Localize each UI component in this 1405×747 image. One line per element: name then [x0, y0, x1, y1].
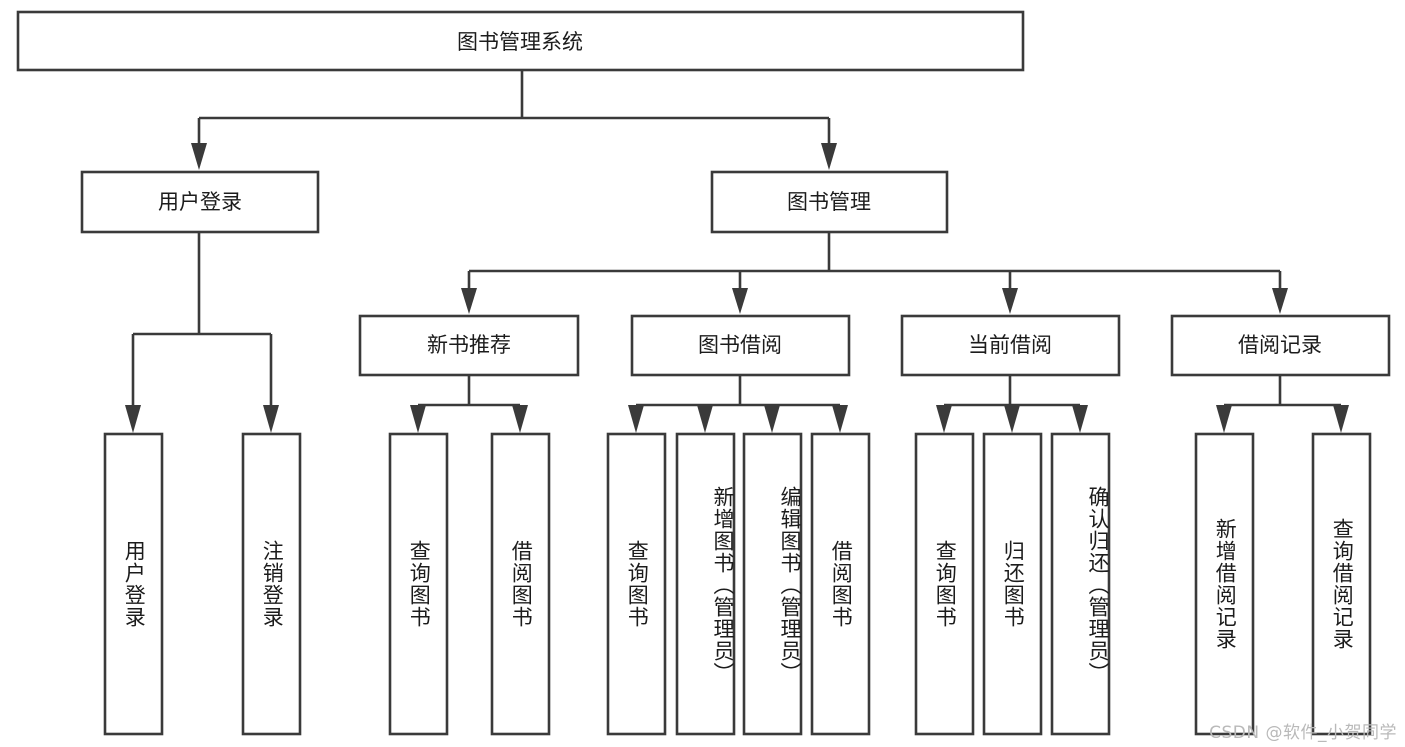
node-borrow-record-box[interactable] [1170, 314, 1391, 377]
node-root-box[interactable] [16, 10, 1025, 72]
connector-book-borrow-to-leaves [628, 375, 848, 433]
leaf-box-add-book[interactable] [675, 432, 736, 736]
arrow-leaf-query-book-1-icon [410, 405, 426, 433]
arrow-leaf-query-book-2-icon [628, 405, 644, 433]
node-current-borrow-box[interactable] [900, 314, 1121, 377]
node-book-borrow[interactable]: 图书借阅 [630, 314, 851, 377]
arrow-leaf-add-book-icon [697, 405, 713, 433]
node-current-borrow[interactable]: 当前借阅 [900, 314, 1121, 377]
arrow-leaf-borrow-book-2-icon [832, 405, 848, 433]
node-root-label: 图书管理系统 [457, 30, 583, 54]
arrow-leaf-add-record-icon [1216, 405, 1232, 433]
arrow-to-book-management-icon [821, 143, 837, 170]
connector-book-management-to-level3 [461, 232, 1288, 314]
arrow-leaf-edit-book-icon [764, 405, 780, 433]
leaf-box-user-login[interactable] [103, 432, 164, 736]
leaf-box-return-book[interactable] [982, 432, 1043, 736]
arrow-to-book-borrow-icon [732, 288, 748, 314]
node-user-login-box[interactable] [80, 170, 320, 234]
node-book-management[interactable]: 图书管理 [710, 170, 949, 234]
leaf-box-query-book-2[interactable] [606, 432, 667, 736]
arrow-leaf-return-book-icon [1004, 405, 1020, 433]
leaf-box-query-book-1[interactable] [388, 432, 449, 736]
node-user-login-label: 用户登录 [158, 190, 242, 214]
node-root[interactable]: 图书管理系统 [16, 10, 1025, 72]
connector-new-book-to-leaves [410, 375, 528, 433]
watermark-text: CSDN @软件_小贺同学 [1209, 723, 1397, 743]
node-new-book-recommend[interactable]: 新书推荐 [358, 314, 580, 377]
node-current-borrow-label: 当前借阅 [968, 333, 1052, 357]
arrow-leaf-query-book-3-icon [936, 405, 952, 433]
node-new-book-recommend-box[interactable] [358, 314, 580, 377]
leaf-boxes [103, 432, 1372, 736]
arrow-leaf-confirm-return-icon [1072, 405, 1088, 433]
leaf-box-query-book-3[interactable] [914, 432, 975, 736]
arrow-to-current-borrow-icon [1002, 288, 1018, 314]
leaf-box-add-record[interactable] [1194, 432, 1255, 736]
node-book-borrow-box[interactable] [630, 314, 851, 377]
leaf-box-borrow-book-2[interactable] [810, 432, 871, 736]
node-new-book-recommend-label: 新书推荐 [427, 333, 511, 357]
connector-current-borrow-to-leaves [936, 375, 1088, 433]
node-book-management-box[interactable] [710, 170, 949, 234]
leaf-box-confirm-return[interactable] [1050, 432, 1111, 736]
arrow-leaf-borrow-book-1-icon [512, 405, 528, 433]
node-book-borrow-label: 图书借阅 [698, 333, 782, 357]
node-borrow-record[interactable]: 借阅记录 [1170, 314, 1391, 377]
leaf-box-logout[interactable] [241, 432, 302, 736]
node-borrow-record-label: 借阅记录 [1238, 333, 1322, 357]
arrow-to-user-login-icon [191, 143, 207, 170]
connector-user-login-to-leaves [125, 232, 279, 433]
connector-root-to-level2 [191, 70, 837, 170]
node-user-login[interactable]: 用户登录 [80, 170, 320, 234]
arrow-leaf-query-record-icon [1333, 405, 1349, 433]
node-book-management-label: 图书管理 [787, 190, 871, 214]
arrow-to-new-book-recommend-icon [461, 288, 477, 314]
leaf-box-query-record[interactable] [1311, 432, 1372, 736]
leaf-box-edit-book[interactable] [742, 432, 803, 736]
arrow-to-borrow-record-icon [1272, 288, 1288, 314]
connector-borrow-record-to-leaves [1216, 375, 1349, 433]
arrow-leaf-logout-icon [263, 405, 279, 433]
leaf-box-borrow-book-1[interactable] [490, 432, 551, 736]
arrow-leaf-user-login-icon [125, 405, 141, 433]
